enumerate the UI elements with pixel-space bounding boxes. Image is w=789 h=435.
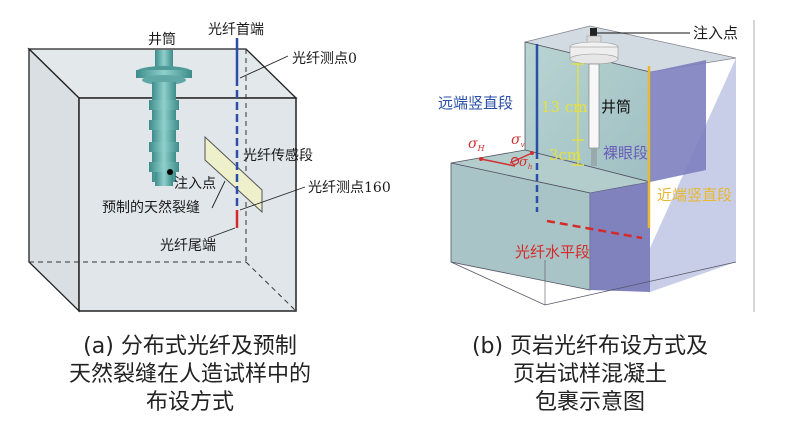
preset-fracture-plane [204, 135, 263, 214]
fiber-horizontal-dashed [546, 219, 643, 240]
stress-arrow-head [530, 151, 534, 155]
panel-b-diagram: 注入点 远端竖直段 13 cm 井筒 3cm 裸眼段 近端竖直段 光纤水平段 σ… [438, 20, 755, 312]
wellbore-model-b [569, 28, 619, 166]
outer-box-right [650, 58, 736, 292]
lower-block-right [590, 182, 650, 292]
label-injection-point-b: 注入点 [693, 24, 738, 42]
caption-a-line-3: 布设方式 [145, 390, 234, 415]
caption-a-line-1: (a) 分布式光纤及预制 [83, 334, 297, 359]
label-length-3cm: 3cm [549, 146, 581, 164]
label-sigma-H: σH [468, 136, 486, 153]
label-length-13cm: 13 cm [541, 98, 587, 116]
caption-panel-a: (a) 分布式光纤及预制 天然裂缝在人造试样中的 布设方式 [20, 333, 360, 417]
label-fiber-head: 光纤首端 [208, 22, 264, 38]
injection-point-marker [167, 169, 173, 175]
label-wellbore: 井筒 [148, 31, 176, 48]
label-fiber-sensing-section: 光纤传感段 [243, 147, 313, 164]
caption-panel-b: (b) 页岩光纤布设方式及 页岩试样混凝土 包裹示意图 [420, 333, 760, 417]
caption-b-line-3: 包裹示意图 [534, 390, 645, 415]
label-near-vertical-section: 近端竖直段 [657, 186, 732, 204]
label-fiber-horizontal-section: 光纤水平段 [515, 243, 590, 261]
label-far-vertical-section: 远端竖直段 [438, 94, 513, 112]
wellbore-model [136, 50, 192, 186]
caption-b-line-2: 页岩试样混凝土 [512, 362, 667, 387]
stress-arrow-sigma-v-dir [509, 152, 533, 164]
label-preset-natural-fracture: 预制的天然裂缝 [102, 199, 200, 216]
caption-a-line-2: 天然裂缝在人造试样中的 [68, 362, 311, 387]
label-fiber-point-160: 光纤测点160 [308, 180, 391, 196]
upper-block-right [650, 60, 706, 182]
leader-line [211, 180, 226, 209]
cube-hidden-edge [245, 261, 297, 312]
label-sigma-v: σv [511, 132, 525, 149]
label-fiber-point-0: 光纤测点0 [292, 51, 357, 67]
leader-line [239, 186, 306, 211]
stress-arrow-head [479, 157, 483, 161]
leader-line [239, 55, 289, 79]
label-wellbore-b: 井筒 [601, 98, 631, 116]
stress-arrow-sigma-H [480, 158, 516, 167]
panel-a-diagram: 井筒 光纤首端 光纤测点0 光纤传感段 注入点 预制的天然裂缝 光纤测点160 … [27, 22, 391, 313]
caption-b-line-1: (b) 页岩光纤布设方式及 [471, 334, 709, 359]
label-fiber-tail: 光纤尾端 [160, 238, 216, 254]
label-injection-point: 注入点 [174, 176, 216, 192]
stress-sigma-h-symbol [510, 156, 520, 166]
label-open-hole-section: 裸眼段 [603, 144, 648, 162]
leader-line [207, 227, 236, 239]
